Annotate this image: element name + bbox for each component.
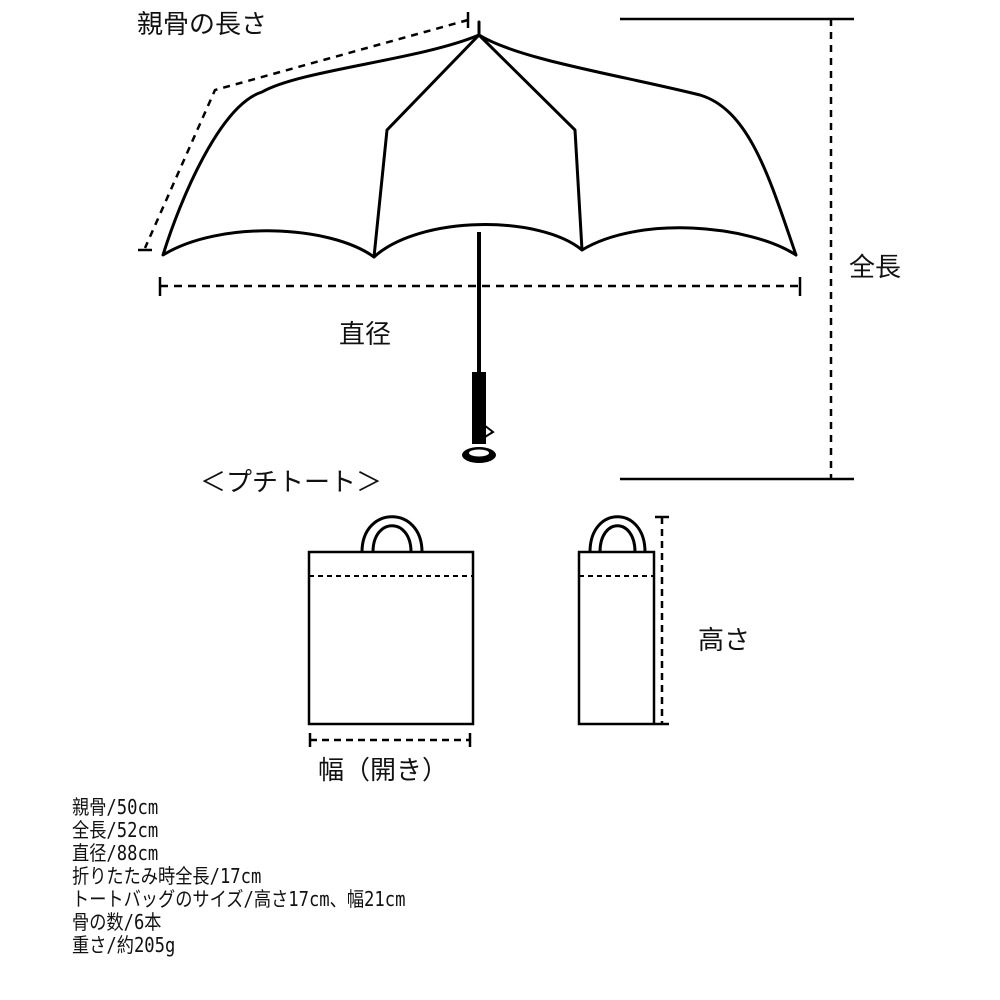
spec-weight: 重さ/約205g (72, 933, 176, 957)
tote-title-label: ＜プチトート＞ (200, 468, 383, 498)
total-length-label: 全長 (849, 253, 902, 283)
umbrella-rib-right (477, 33, 584, 252)
spec-folded-length: 折りたたみ時全長/17cm (72, 864, 262, 888)
umbrella-illustration (161, 20, 798, 259)
spec-rib-count: 骨の数/6本 (72, 910, 162, 934)
umbrella-shaft (462, 232, 496, 463)
total-length-measure (620, 17, 854, 481)
diameter-measure (158, 277, 802, 296)
tote-width-label: 幅（開き） (318, 756, 449, 786)
tote-width-measure (308, 733, 472, 747)
spec-total-length: 全長/52cm (72, 818, 159, 842)
spec-list: 親骨/50cm 全長/52cm 直径/88cm 折りたたみ時全長/17cm トー… (72, 796, 460, 957)
rib-length-measure (138, 12, 470, 252)
tote-bag-side-view (577, 515, 656, 726)
spec-rib-length: 親骨/50cm (72, 795, 159, 819)
spec-tote-size: トートバッグのサイズ/高さ17cm、幅21cm (72, 887, 406, 911)
umbrella-canopy-outline (161, 33, 798, 259)
tote-bag-front-view (307, 515, 475, 726)
umbrella-rib-left (372, 33, 481, 259)
spec-diameter: 直径/88cm (72, 841, 159, 865)
tote-height-label: 高さ (698, 626, 751, 656)
rib-length-label: 親骨の長さ (137, 10, 268, 40)
diameter-label: 直径 (339, 320, 392, 350)
tote-height-measure (655, 515, 669, 726)
